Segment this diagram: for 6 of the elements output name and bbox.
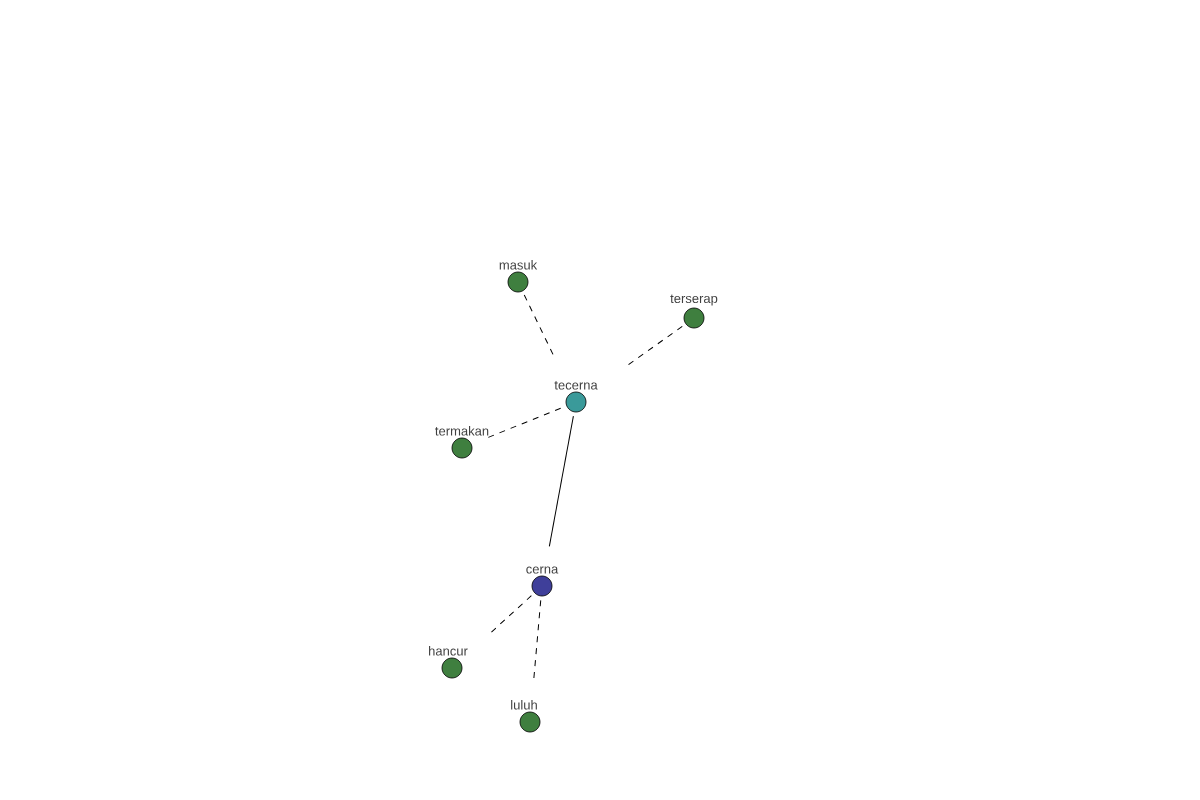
- connector-line: [548, 415, 574, 547]
- connector-line: [624, 325, 683, 368]
- connector-line: [533, 599, 542, 681]
- connector-line: [487, 406, 564, 438]
- connector-line: [487, 595, 532, 636]
- connector-line: [523, 294, 556, 359]
